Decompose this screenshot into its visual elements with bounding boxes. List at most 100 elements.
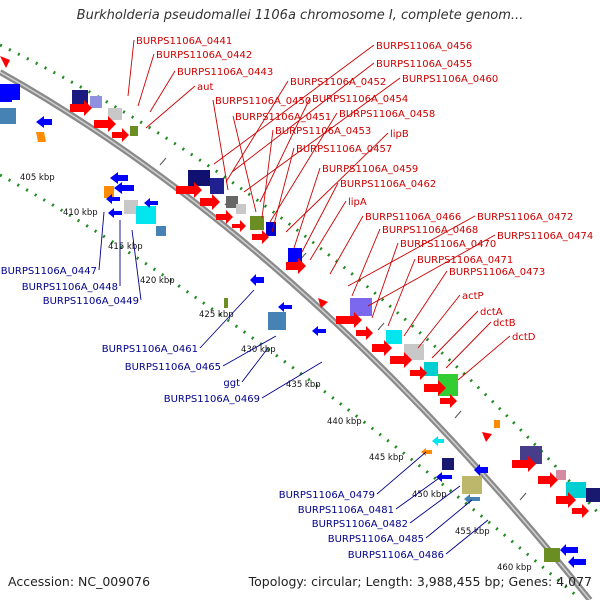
forward-leader-line	[347, 215, 476, 287]
reverse-gene-label: BURPS1106A_0486	[348, 550, 444, 561]
tick-label: 415 kbp	[108, 242, 143, 252]
forward-gene-label: BURPS1106A_0441	[136, 36, 232, 47]
feature-box	[442, 458, 454, 470]
tick-label: 450 kbp	[412, 490, 447, 500]
forward-cds-arrow	[424, 380, 446, 396]
tick-label: 405 kbp	[20, 173, 55, 183]
forward-gene-label: dctA	[480, 307, 503, 318]
forward-leader-line	[269, 112, 338, 223]
feature-box	[226, 196, 238, 208]
reverse-leader-line	[425, 499, 473, 539]
forward-cds-arrow	[252, 230, 269, 244]
forward-leader-line	[431, 310, 479, 359]
tick-label: 420 kbp	[140, 276, 175, 286]
forward-gene-label: dctD	[512, 332, 536, 343]
forward-gene-label: BURPS1106A_0454	[312, 94, 408, 105]
forward-cds-arrow	[410, 366, 427, 380]
forward-gene-label: BURPS1106A_0462	[340, 179, 436, 190]
genome-stats-text: Topology: circular; Length: 3,988,455 bp…	[248, 574, 592, 589]
reverse-cds-arrow	[432, 436, 444, 446]
reverse-cds-arrow	[36, 116, 52, 128]
feature-box	[424, 362, 438, 376]
reverse-cds-arrow	[108, 208, 122, 218]
backbone-arc	[0, 69, 593, 600]
forward-cds-arrow	[286, 258, 306, 274]
forward-gene-label: BURPS1106A_0460	[402, 74, 498, 85]
forward-leader-line	[212, 99, 229, 191]
reverse-cds-arrow	[106, 194, 120, 204]
reverse-features	[0, 92, 586, 568]
feature-box	[224, 298, 228, 308]
forward-leader-line	[445, 321, 492, 369]
forward-leader-line	[231, 62, 375, 173]
reverse-cds-arrow	[568, 556, 586, 568]
forward-cds-arrow	[356, 326, 373, 340]
forward-leader-line	[127, 39, 135, 97]
tick-label: 445 kbp	[369, 453, 404, 463]
reverse-gene-label: BURPS1106A_0481	[298, 505, 394, 516]
forward-cds-arrow	[440, 394, 457, 408]
reverse-cds-arrow	[114, 182, 134, 194]
reverse-leader-line	[199, 289, 255, 349]
forward-cds-arrow	[372, 340, 392, 356]
forward-leader-line	[213, 44, 375, 165]
feature-box	[586, 488, 600, 502]
feature-box	[188, 170, 210, 186]
reverse-cds-arrow	[250, 274, 264, 286]
forward-gene-label: BURPS1106A_0471	[417, 255, 513, 266]
forward-leader-line	[329, 215, 364, 275]
forward-leader-line	[243, 77, 401, 193]
forward-gene-label: lipA	[348, 197, 367, 208]
reverse-gene-label: BURPS1106A_0465	[125, 362, 221, 373]
forward-leader-line	[149, 70, 176, 113]
forward-leader-line	[145, 85, 196, 129]
reverse-gene-label: BURPS1106A_0449	[43, 296, 139, 307]
forward-gene-label: BURPS1106A_0457	[296, 144, 392, 155]
notch	[159, 157, 167, 166]
forward-gene-label: aut	[197, 82, 213, 93]
forward-leader-line	[285, 132, 389, 233]
reverse-cds-arrow	[436, 472, 452, 482]
reverse-leader-line	[445, 519, 489, 555]
forward-gene-label: BURPS1106A_0442	[156, 50, 252, 61]
forward-arrows	[0, 56, 589, 518]
feature-box	[386, 330, 402, 344]
forward-gene-label: lipB	[390, 129, 409, 140]
feature-box	[90, 96, 102, 108]
forward-gene-label: BURPS1106A_0443	[177, 67, 273, 78]
feature-box	[236, 204, 246, 214]
forward-cds-arrow	[94, 116, 116, 132]
forward-leader-line	[367, 234, 496, 307]
reverse-gene-label: BURPS1106A_0447	[1, 266, 97, 277]
reverse-leader-line	[98, 211, 105, 271]
forward-leader-line	[271, 147, 295, 233]
backbone-arc-highlight	[0, 71, 591, 600]
forward-gene-label: BURPS1106A_0470	[400, 239, 496, 250]
tick-label: 430 kbp	[241, 345, 276, 355]
inner-guide-arc	[0, 173, 579, 599]
forward-leader-line	[293, 167, 321, 249]
forward-gene-label: BURPS1106A_0452	[290, 77, 386, 88]
reverse-gene-label: BURPS1106A_0469	[164, 394, 260, 405]
reverse-leader-line	[222, 335, 277, 367]
reverse-leader-line	[395, 475, 443, 510]
feature-box	[350, 298, 372, 316]
tick-label: 455 kbp	[455, 527, 490, 537]
forward-gene-label: BURPS1106A_0451	[235, 112, 331, 123]
forward-gene-label: BURPS1106A_0458	[339, 109, 435, 120]
guide-arcs	[0, 43, 600, 599]
forward-gene-label: BURPS1106A_0450	[215, 96, 311, 107]
reverse-cds-arrow	[0, 92, 12, 102]
forward-gene-label: BURPS1106A_0468	[382, 225, 478, 236]
forward-cds-arrow	[200, 194, 220, 210]
tick-label: 410 kbp	[63, 208, 98, 218]
forward-leader-line	[232, 115, 257, 213]
feature-box	[494, 420, 500, 428]
forward-cds-arrow	[70, 100, 92, 116]
reverse-leader-line	[261, 361, 323, 399]
feature-box	[250, 216, 264, 230]
forward-cds-arrow	[538, 472, 558, 488]
reverse-leader-line	[241, 347, 269, 383]
